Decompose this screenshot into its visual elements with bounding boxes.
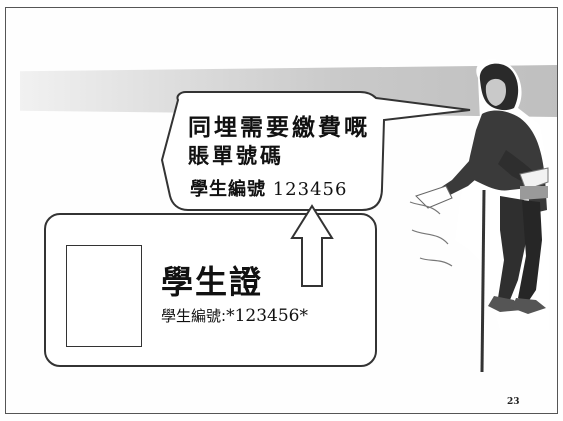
speech-student-number-value: 123456 <box>272 179 348 200</box>
speech-line-2: 賬單號碼 <box>188 143 284 168</box>
photo-placeholder <box>66 245 142 347</box>
speech-line-3: 學生編號 123456 <box>190 175 347 201</box>
card-number-value: *123456* <box>226 306 308 326</box>
card-title: 學生證 <box>161 263 264 301</box>
card-student-number: 學生編號:*123456* <box>161 305 308 326</box>
card-number-label: 學生編號: <box>161 307 227 325</box>
page-number: 23 <box>507 397 520 407</box>
student-card: 學生證 學生編號:*123456* <box>44 213 377 367</box>
speech-line-1: 同埋需要繳費嘅 <box>188 114 370 141</box>
speech-student-number-label: 學生編號 <box>190 179 266 200</box>
